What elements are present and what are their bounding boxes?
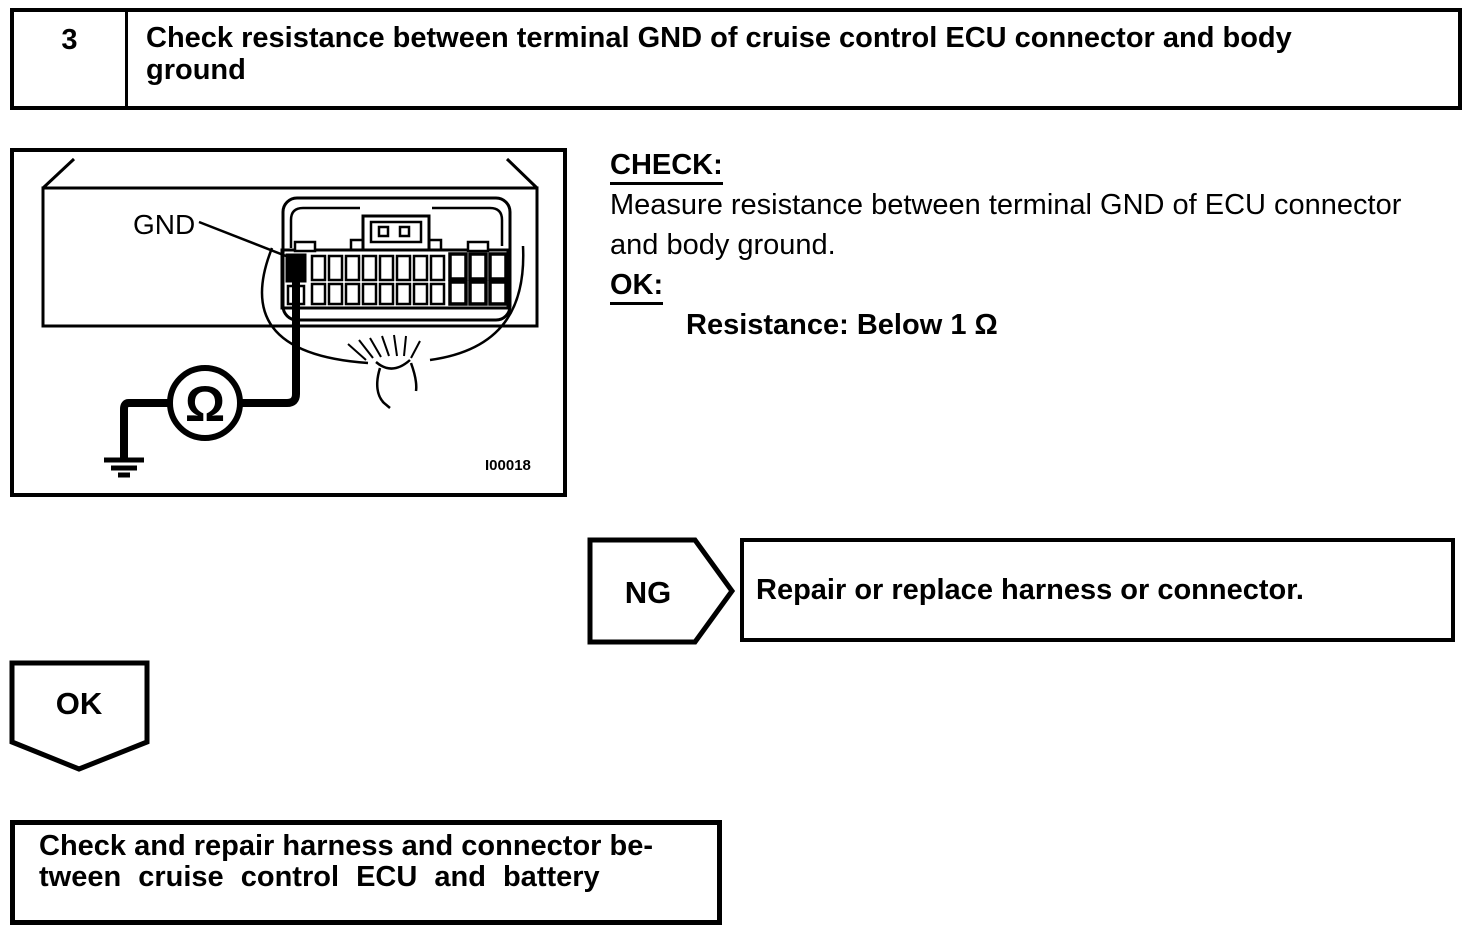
step-header: 3 Check resistance between terminal GND … [10, 8, 1462, 110]
ok-label: OK [56, 686, 103, 721]
harness-boot-right [429, 245, 525, 362]
gnd-pointer-line [198, 220, 287, 258]
step-title: Check resistance between terminal GND of… [146, 22, 1292, 86]
harness-boot-left [260, 247, 369, 365]
check-text-line2: and body ground. [610, 229, 836, 261]
ng-label: NG [625, 575, 672, 610]
check-label: CHECK: [610, 151, 723, 185]
step-number-cell: 3 [14, 12, 128, 106]
ng-arrow-shape [587, 537, 736, 645]
resistance-spec: Resistance: Below 1 Ω [686, 309, 998, 341]
ok-arrow-shape [9, 660, 150, 772]
ok-label: OK: [610, 271, 664, 305]
next-step-line2: tween cruise control ECU and battery [39, 861, 600, 893]
ohmmeter-omega: Ω [185, 376, 225, 432]
wire-strands [347, 334, 421, 361]
ng-arrow: NG [587, 537, 736, 645]
gnd-label: GND [133, 209, 195, 240]
step-number: 3 [61, 24, 78, 56]
figure-code: I00018 [485, 457, 531, 474]
ground-icon [104, 457, 144, 478]
figure-drawing [10, 148, 567, 497]
gnd-terminal [285, 253, 307, 283]
probe-wire [239, 280, 300, 407]
ng-action-text: Repair or replace harness or connector. [756, 573, 1304, 606]
ok-arrow: OK [9, 660, 150, 772]
ecu-ground-check-figure: GND Ω I00018 [10, 148, 567, 497]
terminal-pins [286, 252, 508, 306]
check-instructions: CHECK: Measure resistance between termin… [610, 148, 1465, 348]
next-step-line1: Check and repair harness and connector b… [39, 830, 654, 862]
ecu-box [41, 186, 539, 328]
terminal-band [280, 248, 510, 310]
check-text-line1: Measure resistance between terminal GND … [610, 189, 1402, 221]
ng-action-box: Repair or replace harness or connector. [740, 538, 1455, 642]
next-step-box: Check and repair harness and connector b… [10, 820, 722, 925]
